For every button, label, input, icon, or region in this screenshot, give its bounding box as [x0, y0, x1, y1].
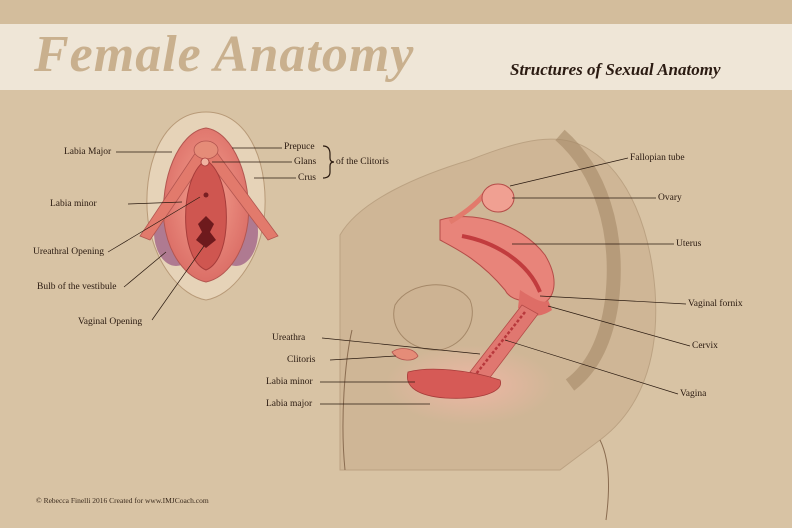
body-outline: [342, 329, 609, 521]
label-cervix: Cervix: [692, 341, 718, 351]
label-crus: Crus: [298, 173, 316, 183]
label-labia-major: Labia Major: [64, 147, 112, 157]
external-view: [139, 111, 279, 301]
uterus-cavity: [461, 234, 542, 293]
prepuce-shape: [193, 140, 219, 160]
label-labia-minor: Labia minor: [50, 199, 97, 209]
vaginal-opening-shape: [196, 216, 216, 248]
title-bar: [0, 24, 792, 90]
label-glans: Glans: [294, 157, 317, 167]
leader-lines: [107, 145, 691, 405]
label-urethra: Ureathra: [272, 333, 306, 343]
ovary-shape: [481, 183, 515, 213]
label-labia-major-internal: Labia major: [266, 399, 313, 409]
label-labia-minor-internal: Labia minor: [266, 377, 313, 387]
top-band: [0, 0, 792, 24]
label-vaginal-fornix: Vaginal fornix: [688, 299, 743, 309]
spine-shape: [555, 129, 621, 391]
label-bulb-of-vestibule: Bulb of the vestibule: [37, 282, 117, 292]
vagina-rugae: [475, 311, 526, 375]
label-vaginal-opening: Vaginal Opening: [78, 317, 143, 327]
label-urethral-opening: Ureathral Opening: [33, 247, 104, 257]
internal-view: [339, 129, 657, 521]
label-of-the-clitoris: of the Clitoris: [336, 157, 389, 167]
labia-minor-shape: [185, 159, 227, 271]
clitoris-shape: [391, 348, 419, 361]
footer-credit: © Rebecca Finelli 2016 Created for www.I…: [36, 496, 209, 505]
label-ovary: Ovary: [658, 193, 682, 203]
label-uterus: Uterus: [676, 239, 702, 249]
page-subtitle: Structures of Sexual Anatomy: [510, 60, 721, 79]
label-vagina: Vagina: [680, 389, 707, 399]
page-title: Female Anatomy: [34, 26, 415, 83]
label-fallopian-tube: Fallopian tube: [630, 153, 685, 163]
bladder-shape: [393, 284, 473, 351]
label-prepuce: Prepuce: [284, 142, 315, 152]
glans-shape: [200, 157, 210, 167]
label-clitoris: Clitoris: [287, 355, 316, 365]
urethral-opening-shape: [203, 192, 209, 198]
labia-shape: [407, 368, 501, 399]
